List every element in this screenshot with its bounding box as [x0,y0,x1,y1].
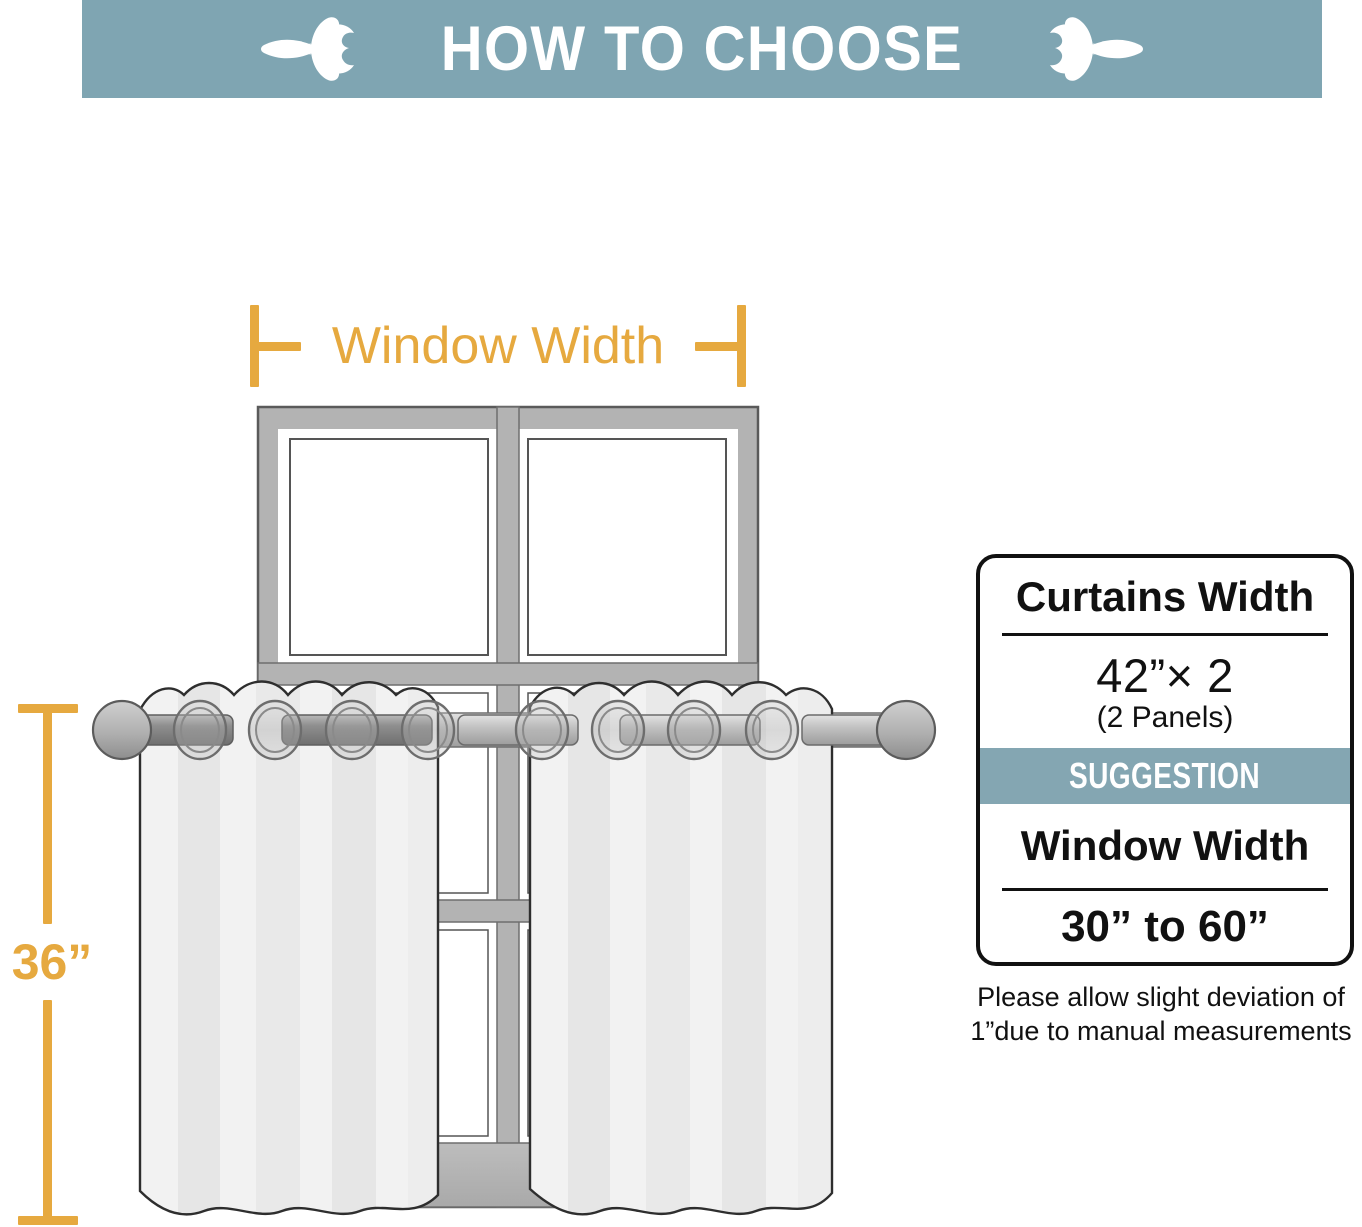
dimension-cap-left [250,305,259,387]
suggestion-band: SUGGESTION [980,748,1350,805]
rod-finials [91,699,937,761]
curtains-width-value: 42”× 2 [1096,648,1234,702]
curtain-panel-right [528,680,834,1216]
window-curtain-illustration [60,395,950,1227]
curtains-width-title: Curtains Width [1015,573,1315,621]
window-width-title-row: Window Width [980,804,1350,888]
fleur-de-lis-icon-left [254,11,372,87]
fleur-de-lis-icon-right [1032,11,1150,87]
curtain-panel-left [138,680,440,1216]
curtain-height-label: 36” [11,934,93,990]
height-line-bottom [43,1000,52,1222]
window-width-card-title: Window Width [1020,822,1310,870]
dimension-cap-right [737,305,746,387]
header-banner: HOW TO CHOOSE [82,0,1322,98]
curtain-height-dimension: 36” [4,700,100,1227]
footnote-line-2: 1”due to manual measurements [970,1016,1352,1046]
window-width-label: Window Width [331,317,665,375]
height-line-top [43,708,52,924]
suggestion-card: Curtains Width 42”× 2 (2 Panels) SUGGEST… [976,554,1354,966]
window-width-dimension: Window Width [250,300,746,392]
card-divider-bottom [1002,888,1328,892]
suggestion-label: SUGGESTION [1069,755,1261,797]
curtains-width-note: (2 Panels) [1096,700,1234,734]
dimension-stub-right [695,342,739,351]
window-width-card-value: 30” to 60” [1061,901,1269,951]
window-width-value-row: 30” to 60” [980,891,1350,962]
footnote-line-1: Please allow slight deviation of [977,982,1345,1012]
height-cap-bottom [18,1216,78,1225]
curtain-grommets [172,699,800,761]
curtains-width-title-row: Curtains Width [980,558,1350,633]
card-divider-top [1002,632,1328,636]
dimension-stub-left [257,342,301,351]
curtains-width-value-row: 42”× 2 (2 Panels) [980,636,1350,749]
measurement-footnote: Please allow slight deviation of 1”due t… [960,980,1362,1048]
header-title: HOW TO CHOOSE [440,13,964,84]
